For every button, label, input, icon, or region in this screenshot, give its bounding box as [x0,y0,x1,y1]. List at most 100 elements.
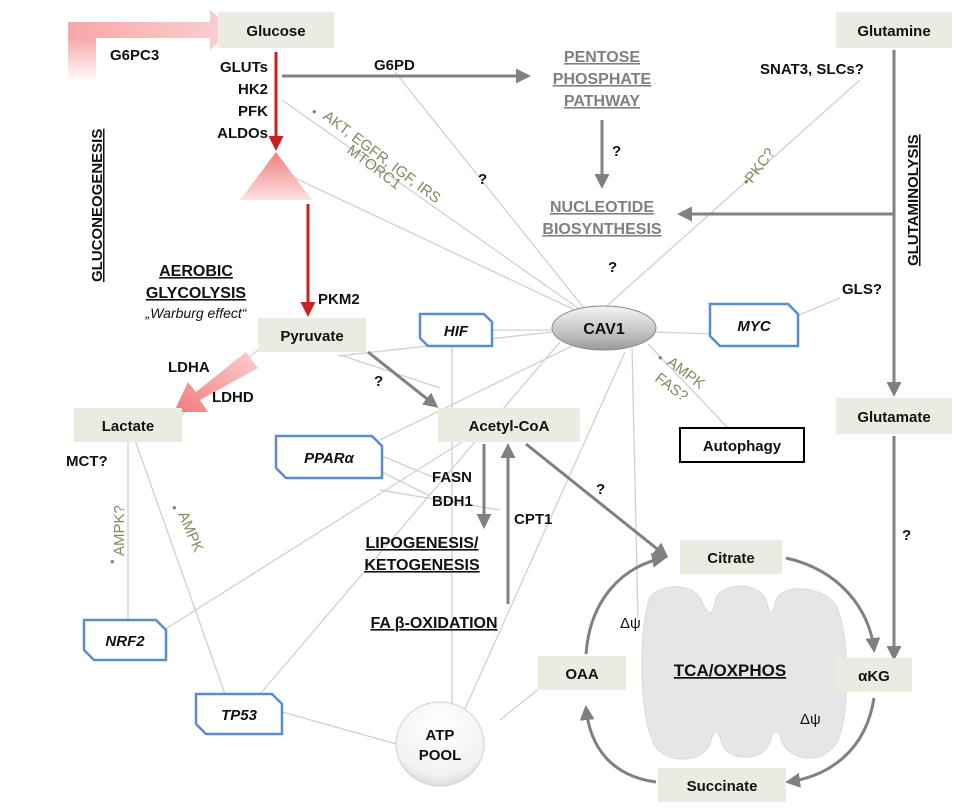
tp53-label: TP53 [221,707,258,724]
line-cav1-pkc [599,79,861,313]
cav1-label: CAV1 [583,321,625,338]
ppp-label-2: PHOSPHATE [553,71,652,88]
autophagy-label: Autophagy [703,438,782,455]
line-cav1-autophagy [647,343,729,429]
snat3-label: SNAT3, SLCs? [760,61,864,78]
akg-label: αKG [858,668,890,685]
q-ppp-nucleotide: ? [612,143,621,160]
ppara-label: PPARα [304,450,355,467]
succinate-label: Succinate [687,778,758,795]
nrf2-label: NRF2 [105,633,145,650]
ppara-box [274,434,384,480]
myc-box [708,302,800,348]
q-nucleotide-cav1: ? [608,259,617,276]
acetyl-coa-label: Acetyl-CoA [469,418,550,435]
hif-box [418,312,494,348]
akt-label: AKT, EGFR, IGF, IRS [320,108,444,207]
tca-label: TCA/OXPHOS [674,661,786,680]
line-ppara-bdh1 [381,471,431,497]
q-pyruvate-acetyl: ? [374,373,383,390]
glycolysis-triangle [240,152,312,200]
ampk-bullet: • [172,500,177,515]
node-boxes [74,12,952,802]
nrf2-box [82,618,168,662]
regulator-boxes [82,302,800,736]
akg-box [836,658,912,692]
atp-pool-circle [395,701,485,787]
oaa-box [538,656,626,690]
lactate-box [74,408,182,442]
citrate-label: Citrate [707,550,755,567]
tp53-box [194,692,284,736]
glutamate-label: Glutamate [857,409,930,426]
lipo-label-2: KETOGENESIS [364,557,480,574]
pyruvate-label: Pyruvate [280,328,343,345]
bdh1-label: BDH1 [432,493,473,510]
ampk-fas-bullet: • [658,350,663,365]
gluconeogenesis-label: GLUCONEOGENESIS [89,129,106,282]
gluts-label: GLUTs [220,59,268,76]
glutamine-label: Glutamine [857,23,930,40]
ampk-label: AMPK [174,509,206,555]
atp-pool-label-2: POOL [419,747,462,764]
connector-lines [127,71,861,746]
lactate-label: Lactate [102,418,155,435]
arrow-succinate-oaa [579,705,657,784]
line-ppara-fasn [381,455,441,481]
aerobic-label-1: AEROBIC [159,263,233,280]
pkc-label: PKC? [742,145,779,187]
citrate-box [680,540,782,574]
q-acetyl-citrate: ? [596,481,605,498]
glutaminolysis-label: GLUTAMINOLYSIS [905,134,922,266]
arrow-citrate-akg [785,556,881,653]
arrow-acetyl-citrate [525,442,669,558]
line-cav1-tp53 [254,341,561,701]
glucose-label: Glucose [246,23,305,40]
line-pyruvate-fasn [339,354,441,389]
nucleotide-label-2: BIOSYNTHESIS [542,221,661,238]
atp-pool-label-1: ATP [426,727,455,744]
line-cav1-g6pd [394,71,593,319]
gluconeogenesis-arrow [68,10,232,82]
line-cav1-citrate [631,347,639,619]
arrow-oaa-citrate [584,552,667,655]
glycolysis-arrows [174,52,316,412]
fasn-label: FASN [432,469,472,486]
warburg-label: „Warburg effect“ [145,305,248,321]
ldha-label: LDHA [168,359,210,376]
hk2-label: HK2 [238,81,268,98]
line-tp53-atp [281,711,401,746]
acetyl-coa-box [438,408,580,442]
pathway-arrows [282,50,902,788]
ampk-q-bullet: • [110,554,115,569]
delta-psi-right: Δψ [800,711,821,728]
nucleotide-label-1: NUCLEOTIDE [550,199,654,216]
line-cav1-triangle [277,169,593,319]
line-cav1-atp [459,351,626,721]
myc-label: MYC [737,318,772,335]
line-cav1-ppara [379,345,573,441]
fa-oxidation-label: FA β-OXIDATION [370,615,497,632]
line-cav1-glucose [281,99,593,319]
mct-label: MCT? [66,453,108,470]
glucose-box [218,12,334,48]
aldos-label: ALDOs [217,125,268,142]
g6pc3-label: G6PC3 [110,47,159,64]
gls-label: GLS? [842,281,882,298]
hif-label: HIF [444,323,469,340]
line-cav1-myc [654,331,713,335]
succinate-box [658,768,786,802]
aerobic-label-2: GLYCOLYSIS [146,285,247,302]
ppp-label-3: PATHWAY [564,93,640,110]
line-bdh1-lipo [379,489,501,511]
pkc-bullet: • [744,174,749,189]
arrow-pyruvate-acetyl [367,350,439,408]
ppp-label-1: PENTOSE [564,49,641,66]
delta-psi-left: Δψ [620,615,641,632]
glutamate-box [836,398,952,434]
q-glutamate-akg: ? [902,527,911,544]
pfk-label: PFK [238,103,268,120]
mitochondrion-shape [641,585,848,760]
line-lactate-tp53 [134,439,226,695]
